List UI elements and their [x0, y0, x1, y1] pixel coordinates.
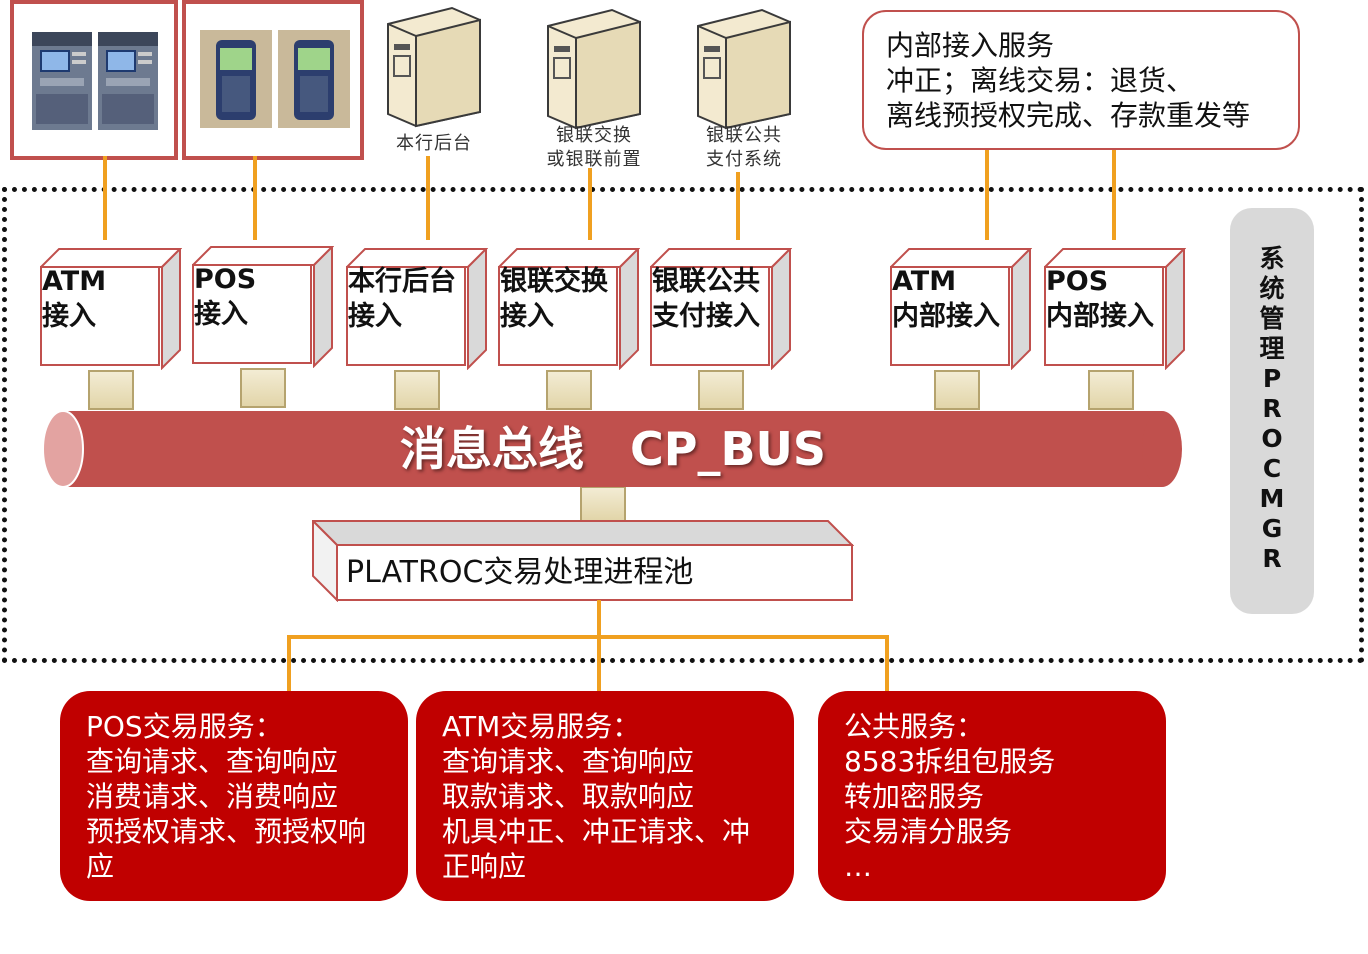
bus-connector-atm [88, 370, 134, 410]
module-label-line2: 内部接入 [892, 301, 1000, 332]
internal-atm-line [985, 150, 989, 240]
atm-machine-icon [32, 32, 158, 130]
module-atm-internal-access: ATM 内部接入 [890, 248, 1032, 370]
bus-connector-pos-internal [1088, 370, 1134, 410]
module-label-line1: POS [194, 264, 257, 295]
module-label-line2: 接入 [42, 301, 96, 332]
bus-connector-public [698, 370, 744, 410]
sysmgr-char: M [1259, 484, 1285, 513]
module-label-line1: 本行后台 [348, 266, 456, 297]
message-bus: 消息总线 CP_BUS [42, 410, 1184, 488]
exchange-server-line [588, 168, 592, 240]
public-server-caption: 银联公共 支付系统 [684, 124, 804, 172]
core-server-label: 本行后台 [396, 133, 472, 154]
exchange-server-label-1: 银联交换 [556, 125, 632, 146]
module-atm-access: ATM 接入 [40, 248, 182, 370]
module-label-line2: 接入 [194, 299, 248, 330]
bus-connector-pos [240, 368, 286, 408]
public-service-line [885, 635, 889, 692]
system-management-panel: 系 统 管 理 P R O C M G R [1230, 208, 1314, 614]
module-label-line2: 支付接入 [652, 301, 760, 332]
module-label-line1: ATM [892, 266, 957, 297]
public-server-line [736, 172, 740, 240]
pos-terminal-icon [200, 30, 350, 128]
atm-device-line [103, 156, 107, 240]
public-pay-server-icon [697, 8, 791, 130]
service-item: 机具冲正、冲正请求、冲 [442, 815, 751, 848]
bus-connector-pool [580, 486, 626, 522]
service-item: 取款请求、取款响应 [442, 780, 695, 813]
service-title: POS交易服务： [86, 710, 283, 743]
bus-connector-atm-internal [934, 370, 980, 410]
message-bus-label: 消息总线 CP_BUS [399, 422, 827, 476]
sysmgr-char: C [1262, 454, 1282, 483]
pos-device-line [253, 156, 257, 240]
module-label-line1: 银联交换 [500, 266, 608, 297]
public-server-label-1: 银联公共 [706, 125, 782, 146]
core-server-icon [387, 6, 481, 128]
process-pool-label: PLATROC交易处理进程池 [346, 555, 694, 590]
service-title: 公共服务： [844, 710, 985, 743]
module-core-access: 本行后台接入 [346, 248, 488, 370]
exchange-server-label-2: 或银联前置 [546, 149, 642, 170]
pos-service-line [287, 635, 291, 692]
service-title: ATM交易服务： [442, 710, 641, 743]
service-item: 应 [86, 850, 115, 883]
service-item: 查询请求、查询响应 [86, 745, 339, 778]
internal-service-line-1: 内部接入服务 [886, 29, 1055, 62]
module-pos-access: POS 接入 [192, 246, 334, 368]
sysmgr-char: 系 [1259, 244, 1285, 273]
core-server-caption: 本行后台 [372, 132, 496, 156]
sysmgr-char: 管 [1259, 304, 1285, 333]
sysmgr-char: 理 [1259, 334, 1285, 363]
exchange-server-caption: 银联交换 或银联前置 [526, 124, 662, 172]
service-item: 转加密服务 [844, 780, 985, 813]
bus-connector-exchange [546, 370, 592, 410]
sysmgr-char: R [1262, 394, 1282, 423]
core-server-line [426, 156, 430, 240]
atm-service-box: ATM交易服务： 查询请求、查询响应 取款请求、取款响应 机具冲正、冲正请求、冲… [416, 691, 794, 901]
internal-pos-line [1112, 150, 1116, 240]
service-item: 消费请求、消费响应 [86, 780, 339, 813]
atm-device-frame [10, 0, 178, 160]
service-item: 交易清分服务 [844, 815, 1013, 848]
sysmgr-char: O [1261, 424, 1283, 453]
process-pool: PLATROC交易处理进程池 [312, 520, 854, 602]
internal-service-line-2: 冲正；离线交易：退货、 [886, 64, 1195, 97]
service-item: 8583拆组包服务 [844, 745, 1056, 778]
internal-service-line-3: 离线预授权完成、存款重发等 [886, 99, 1251, 132]
sysmgr-char: 统 [1259, 274, 1285, 303]
exchange-server-icon [547, 8, 641, 130]
public-server-label-2: 支付系统 [706, 149, 782, 170]
sysmgr-char: G [1261, 514, 1283, 543]
module-public-pay-access: 银联公共支付接入 [650, 248, 792, 370]
public-service-box: 公共服务： 8583拆组包服务 转加密服务 交易清分服务 … [818, 691, 1166, 901]
module-label-line1: 银联公共 [652, 266, 760, 297]
internal-service-box: 内部接入服务 冲正；离线交易：退货、 离线预授权完成、存款重发等 [862, 10, 1300, 150]
service-item: 预授权请求、预授权响 [86, 815, 367, 848]
service-item: 正响应 [442, 850, 527, 883]
bus-connector-core [394, 370, 440, 410]
service-item: … [844, 850, 872, 883]
module-label-line1: ATM [42, 266, 107, 297]
services-branch-line [287, 635, 889, 639]
system-boundary [2, 187, 1364, 663]
module-exchange-access: 银联交换接入 [498, 248, 640, 370]
sysmgr-char: R [1262, 544, 1282, 573]
module-label-line1: POS [1046, 266, 1109, 297]
module-label-line2: 接入 [348, 301, 402, 332]
module-label-line2: 内部接入 [1046, 301, 1154, 332]
service-item: 查询请求、查询响应 [442, 745, 695, 778]
module-pos-internal-access: POS 内部接入 [1044, 248, 1186, 370]
system-management-label: 系 统 管 理 P R O C M G R [1230, 244, 1314, 574]
module-label-line2: 接入 [500, 301, 554, 332]
sysmgr-char: P [1262, 364, 1282, 393]
pos-service-box: POS交易服务： 查询请求、查询响应 消费请求、消费响应 预授权请求、预授权响 … [60, 691, 408, 901]
pool-down-line [597, 600, 601, 692]
pos-device-frame [182, 0, 364, 160]
